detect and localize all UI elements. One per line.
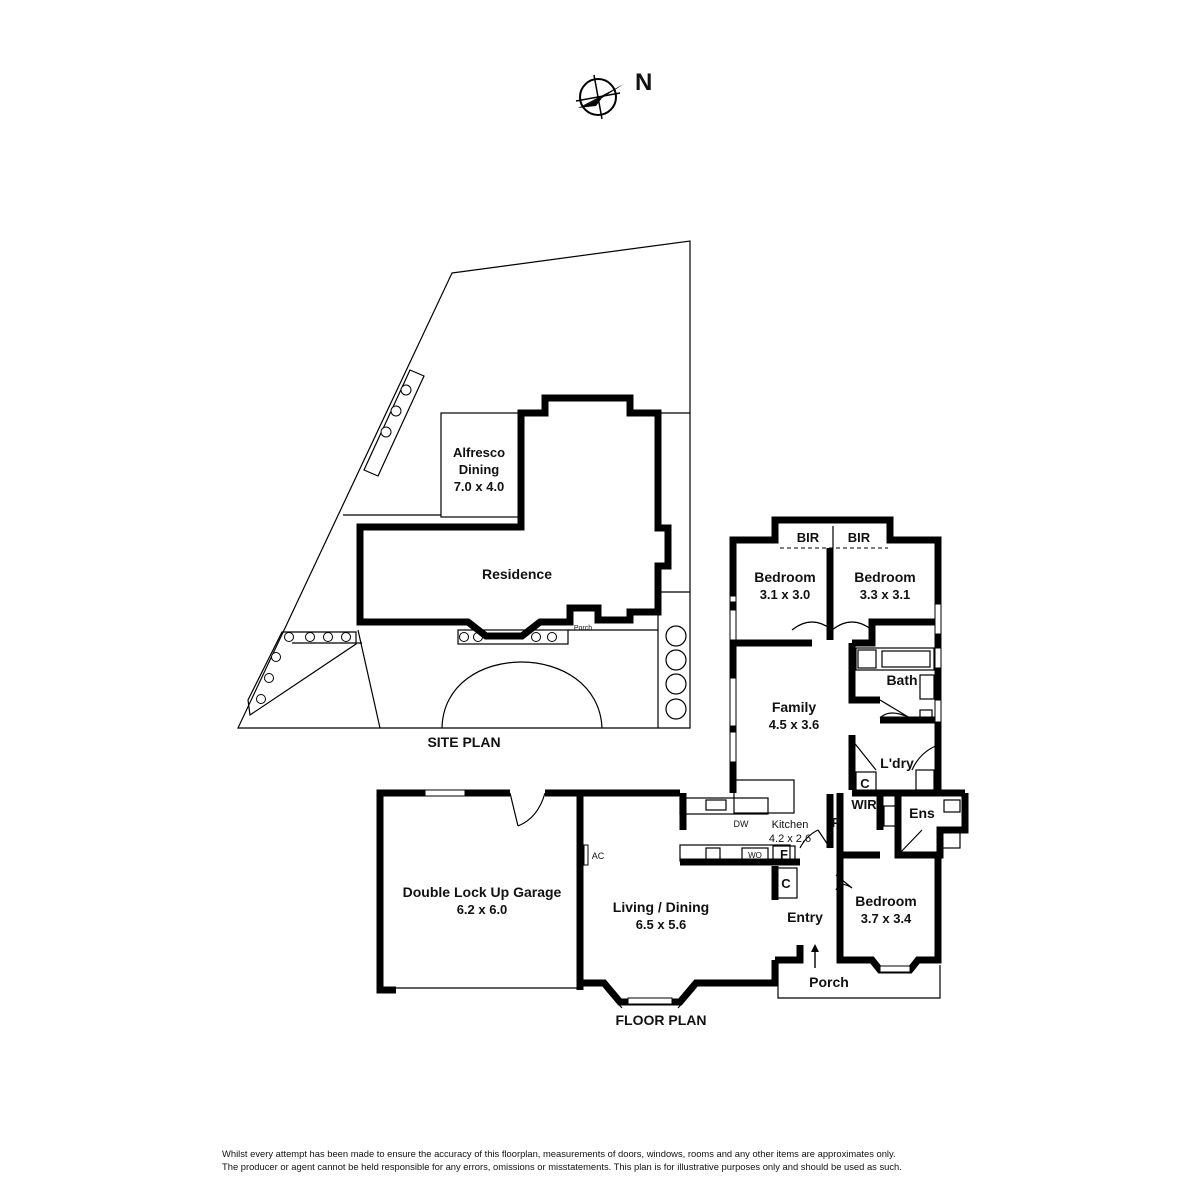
bath-wall [848, 643, 880, 704]
site-garden-bed-left [363, 369, 425, 477]
bedroom-door-swings [791, 621, 873, 631]
compass-needle-icon [578, 84, 624, 108]
compass-crosshair-v [593, 74, 603, 120]
bedroom3-window [879, 965, 911, 973]
entry-label: Entry [787, 909, 823, 925]
site-driveway-left [357, 629, 381, 729]
living-wall [580, 960, 779, 1006]
site-porch-bed [457, 629, 569, 645]
bedroom2-wall-bottom [852, 618, 938, 647]
garage-dims: 6.2 x 6.0 [457, 902, 508, 917]
compass: N [575, 69, 652, 120]
family-window-3 [729, 731, 737, 763]
bath-tub [855, 647, 935, 671]
site-garden-bed-front [247, 631, 357, 717]
ens-label: Ens [909, 805, 935, 821]
floor-plan: BIR BIR Bedroom 3.1 x 3.0 Bedroom 3.3 x … [376, 516, 969, 1028]
bath-label: Bath [886, 672, 917, 688]
living-bay-left [605, 989, 623, 1009]
family-dims: 4.5 x 3.6 [769, 717, 820, 732]
living-bay-window [627, 997, 673, 1005]
entry-closet-label: C [781, 876, 791, 891]
disclaimer: Whilst every attempt has been made to en… [222, 1147, 1022, 1173]
bedroom3-dims: 3.7 x 3.4 [861, 911, 912, 926]
living-bay-right [677, 989, 695, 1009]
garage-label: Double Lock Up Garage [403, 884, 562, 900]
compass-north-label: N [635, 69, 652, 96]
residence-label: Residence [482, 566, 552, 582]
wall-oven-label: WO [748, 851, 762, 860]
disclaimer-line1: Whilst every attempt has been made to en… [222, 1148, 896, 1159]
family-window-2 [729, 677, 737, 727]
ldry-door-swing [851, 739, 939, 771]
living-label: Living / Dining [613, 899, 709, 915]
family-label: Family [772, 699, 817, 715]
bath-window [934, 647, 942, 669]
bath-tub-inner [881, 650, 931, 668]
porch-label: Porch [809, 974, 849, 990]
ens-shower [941, 827, 961, 849]
fridge-label: F [780, 847, 788, 862]
ldry-toilet [919, 709, 933, 721]
site-trees-right [665, 625, 687, 720]
bedroom1-window [729, 595, 737, 603]
kitchen-wall-oven [741, 847, 769, 861]
floor-plan-title: FLOOR PLAN [616, 1012, 707, 1028]
kitchen-label: Kitchen [772, 819, 809, 831]
ldry-window [934, 699, 942, 723]
ldry-closet-label: C [860, 776, 870, 791]
ac-label: AC [592, 851, 605, 861]
ldry-label: L'dry [880, 755, 914, 771]
bath-vanity [919, 674, 935, 700]
compass-needle-tail [578, 98, 602, 108]
porch-outline [777, 960, 941, 999]
ens-wall [894, 793, 969, 859]
bir-right-label: BIR [848, 530, 871, 545]
alfresco-label-line2: Dining [459, 462, 499, 477]
family-wall-left [729, 516, 942, 645]
bedroom1-dims: 3.1 x 3.0 [760, 587, 811, 602]
residence-outline [356, 394, 672, 640]
kitchen-island [733, 779, 795, 814]
garage-door-swing [509, 792, 546, 827]
site-plan-title: SITE PLAN [427, 734, 500, 750]
alfresco-label-line1: Alfresco [453, 445, 505, 460]
pantry-label: P [832, 815, 841, 830]
kitchen-cooktop [705, 847, 721, 861]
alfresco-dims: 7.0 x 4.0 [454, 479, 505, 494]
entry-door-swing [799, 829, 831, 849]
bir-left-label: BIR [797, 530, 820, 545]
kitchen-sink [705, 799, 727, 811]
bath-shower-icon [857, 649, 877, 669]
disclaimer-line2: The producer or agent cannot be held res… [222, 1161, 902, 1172]
family-window-1 [729, 609, 737, 641]
living-dims: 6.5 x 5.6 [636, 917, 687, 932]
dishwasher-label: DW [734, 819, 749, 829]
garage-window [424, 789, 466, 797]
entry-wall [775, 945, 804, 964]
bedroom1-label: Bedroom [754, 569, 815, 585]
ac-box [583, 844, 589, 866]
compass-circle [579, 78, 617, 116]
ens-vanity [883, 805, 897, 827]
ens-door-swing [897, 829, 923, 856]
entry-arrow-icon [811, 944, 819, 952]
ldry-tub [915, 769, 935, 791]
bedroom2-dims: 3.3 x 3.1 [860, 587, 911, 602]
ens-toilet [943, 799, 961, 813]
bedroom2-label: Bedroom [854, 569, 915, 585]
kitchen-fridge [772, 845, 796, 863]
site-plan: Alfresco Dining 7.0 x 4.0 Residence Porc… [237, 240, 691, 750]
bath-door-swing [879, 699, 911, 719]
site-shrubs-left [380, 384, 412, 438]
bedroom3-label: Bedroom [855, 893, 916, 909]
site-boundary [237, 240, 691, 729]
site-porch-label: Porch [574, 625, 592, 632]
bedroom2-window [934, 603, 942, 635]
kitchen-dims: 4.2 x 2.6 [769, 833, 811, 845]
site-turning-circle [441, 661, 603, 729]
wir-label: WIR [851, 797, 877, 812]
site-shrubs-front [256, 632, 351, 704]
